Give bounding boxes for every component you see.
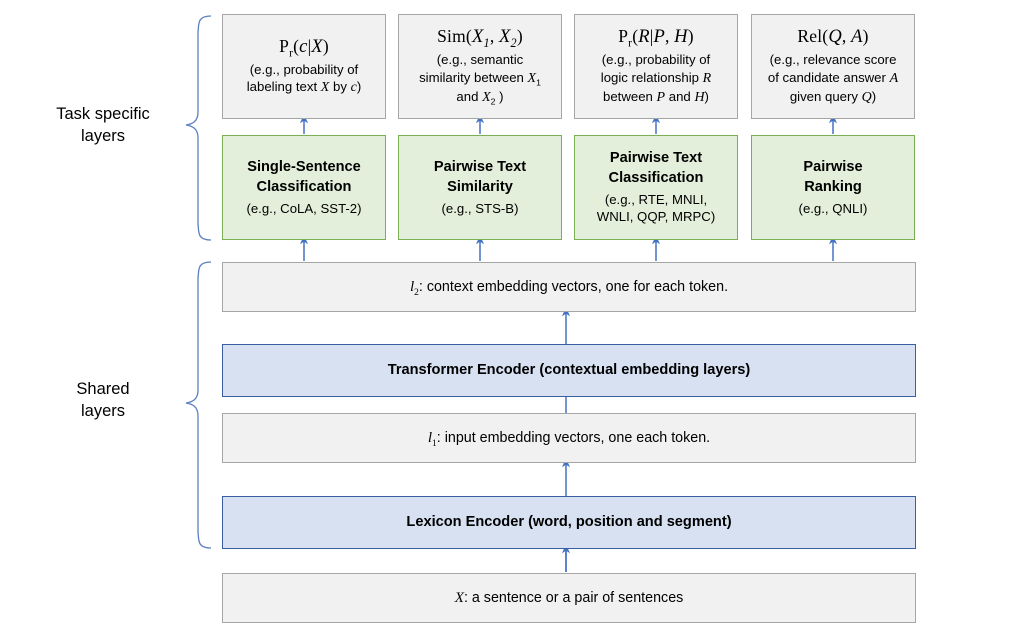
bar-lexicon-encoder[interactable]: Lexicon Encoder (word, position and segm… [222,496,916,549]
label-task-specific-line2: layers [80,127,125,146]
bar-l2-suffix: : context embedding vectors, one for eac… [418,279,729,296]
bar-transformer-encoder-text: Transformer Encoder (contextual embeddin… [387,362,751,379]
bar-l2-text: l2: context embedding vectors, one for e… [409,278,729,299]
bar-input-sentence-text: X: a sentence or a pair of sentences [454,589,684,607]
bar-l1-suffix: : input embedding vectors, one each toke… [436,430,711,447]
brace-shared-layers [185,261,212,549]
bar-l1-input-embedding: l1: input embedding vectors, one each to… [222,413,916,463]
bar-input-suffix: : a sentence or a pair of sentences [463,590,684,607]
label-shared-line2: layers [80,402,125,421]
output-formula-pairwise-classification: Pr(R|P, H) [618,26,694,50]
task-desc-pairwise-text-similarity: (e.g., STS-B) [441,200,519,216]
label-shared-layers: Shared layers [28,378,178,423]
bar-l1-text: l1: input embedding vectors, one each to… [427,429,711,450]
output-formula-text-similarity: Sim(X1, X2) [437,26,523,50]
output-formula-pairwise-ranking: Rel(Q, A) [797,26,869,48]
output-formula-single-sentence: Pr(c|X) [279,36,329,60]
label-task-specific-line1: Task specific [56,105,150,123]
bar-transformer-encoder[interactable]: Transformer Encoder (contextual embeddin… [222,344,916,397]
task-desc-pairwise-ranking: (e.g., QNLI) [798,200,868,216]
task-desc-pairwise-text-classification: (e.g., RTE, MNLI,WNLI, QQP, MRPC) [596,191,716,225]
arrows-task-to-output [299,114,838,134]
bar-input-sentence: X: a sentence or a pair of sentences [222,573,916,623]
label-shared-line1: Shared [76,380,130,398]
brace-task-specific [185,15,212,241]
bar-l2-context-embedding: l2: context embedding vectors, one for e… [222,262,916,312]
arrows-l2-to-task [299,235,838,261]
task-desc-single-sentence-classification: (e.g., CoLA, SST-2) [246,200,362,216]
label-task-specific-layers: Task specific layers [28,103,178,148]
bar-lexicon-encoder-text: Lexicon Encoder (word, position and segm… [406,514,732,531]
